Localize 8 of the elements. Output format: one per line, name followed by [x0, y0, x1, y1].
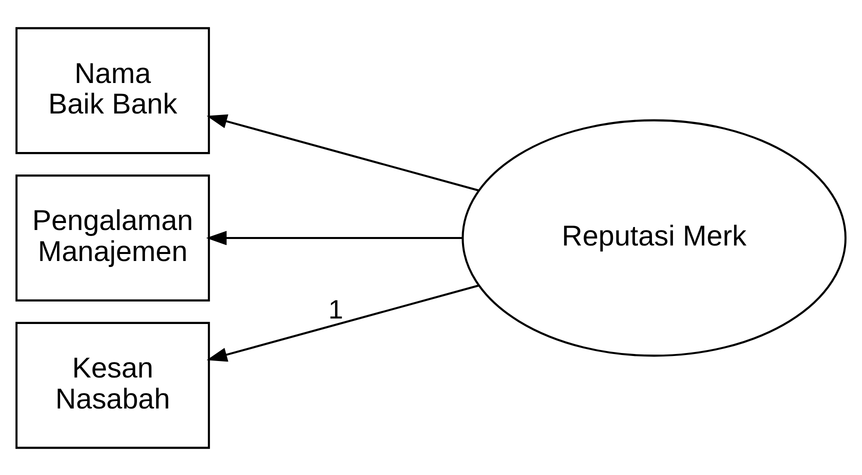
- node-ellipse: Reputasi Merk: [462, 118, 847, 356]
- edge-label: 1: [328, 294, 344, 324]
- node-box: Nama Baik Bank: [15, 26, 210, 154]
- node-box: Kesan Nasabah: [15, 321, 210, 448]
- arrow: [206, 230, 463, 245]
- arrow: [206, 114, 479, 191]
- node-box: Pengalaman Manajemen: [15, 174, 210, 301]
- arrow: [206, 284, 479, 362]
